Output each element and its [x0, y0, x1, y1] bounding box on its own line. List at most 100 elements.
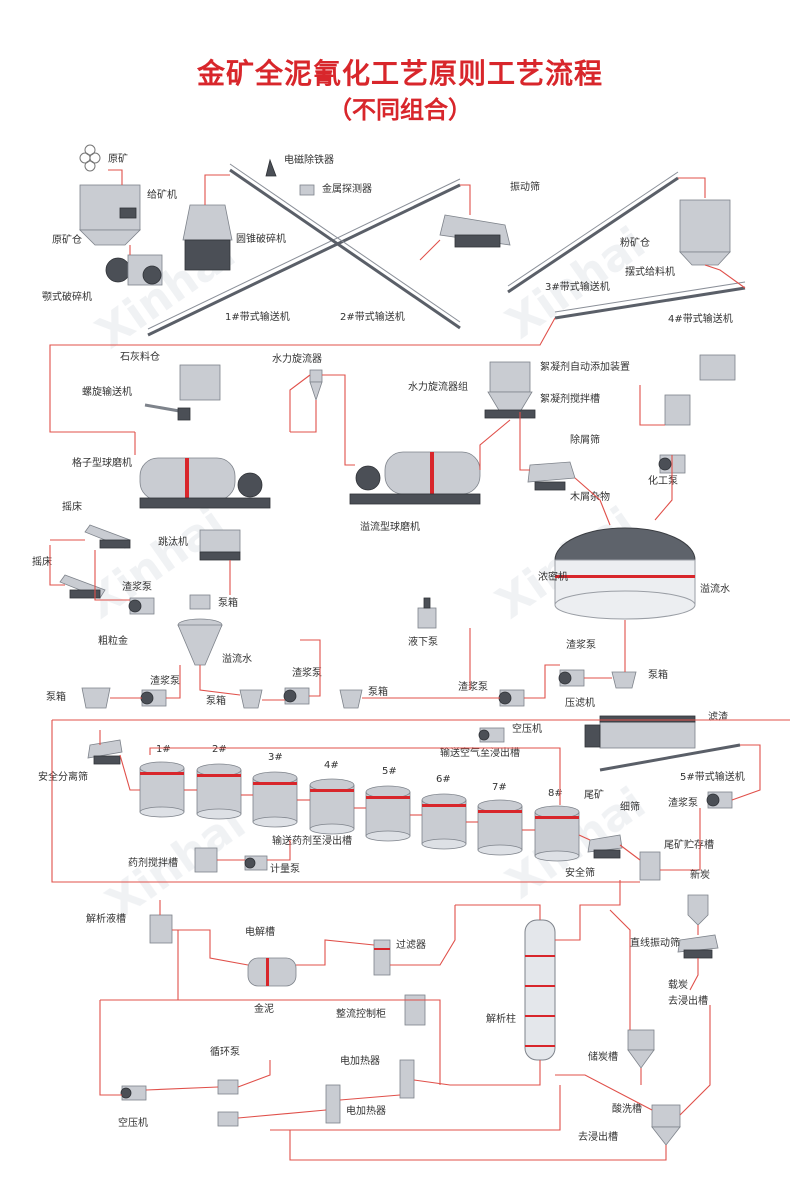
label-gold-mud: 金泥: [254, 1002, 274, 1015]
control-cabinet: [404, 994, 426, 1026]
label-feeder: 给矿机: [147, 188, 177, 201]
grid-ball-mill: [139, 457, 271, 509]
leach-tank-4: [309, 778, 355, 835]
leach-tank-5: [365, 785, 411, 842]
dosing-device: [699, 354, 736, 381]
label-filter: 过滤器: [396, 938, 426, 951]
label-tank8: 8#: [548, 788, 563, 799]
label-screw-conveyor: 螺旋输送机: [82, 385, 132, 398]
label-new-carbon: 新炭: [690, 868, 710, 881]
leach-tank-2: [196, 763, 242, 820]
label-sump-5: 泵箱: [648, 668, 668, 681]
label-carbon-out: 载炭: [668, 979, 688, 991]
slurry-pump-2: [140, 689, 167, 707]
label-flocculant-tank: 絮凝剂搅拌槽: [540, 392, 600, 405]
magnet-icon: [265, 158, 277, 177]
electric-heater-2: [325, 1084, 341, 1124]
label-filter-press: 压滤机: [565, 696, 595, 709]
label-to-leach-2: 去浸出槽: [578, 1130, 618, 1143]
label-air-compressor-1: 空压机: [512, 722, 542, 735]
label-jaw-crusher: 颚式破碎机: [42, 290, 92, 303]
label-slurry-pump-3: 渣浆泵: [292, 666, 322, 679]
label-shaking-table-2: 摇床: [32, 555, 52, 568]
label-air-compressor-2: 空压机: [118, 1116, 148, 1129]
vibrating-screen: [439, 214, 511, 248]
raw-ore-icon: [79, 144, 101, 172]
carbon-separation-screen: [87, 739, 123, 765]
label-metal-detector: 金属探测器: [322, 182, 372, 195]
ore-bin: [79, 184, 141, 246]
feeder: [119, 207, 137, 219]
sump-2: [81, 687, 111, 709]
label-tailings-tank: 尾矿贮存槽: [664, 838, 714, 851]
safety-screen: [587, 834, 623, 859]
label-auto-dosing: 絮凝剂自动添加装置: [540, 360, 630, 373]
label-heater-2: 电加热器: [346, 1104, 386, 1117]
shaking-table-2: [59, 574, 106, 599]
label-raw-ore: 原矿: [108, 152, 128, 165]
leach-tank-8: [534, 805, 580, 862]
label-storage-tank: 储炭槽: [588, 1050, 618, 1063]
label-ore-bin: 原矿仓: [52, 233, 82, 246]
circulation-pump: [217, 1079, 239, 1127]
label-safety-screen: 安全筛: [565, 866, 595, 879]
slurry-pump-4: [498, 689, 525, 707]
label-magnet: 电磁除铁器: [284, 153, 334, 166]
grinding-flow-lines: [49, 374, 673, 701]
label-sump-2: 泵箱: [46, 690, 66, 703]
label-hidden-pump: 液下泵: [408, 635, 438, 648]
label-desorption-tank: 解析液槽: [86, 912, 126, 925]
label-tank1: 1#: [156, 744, 171, 755]
powder-bin: [679, 199, 731, 266]
label-grid-mill: 格子型球磨机: [72, 456, 132, 469]
label-powder-bin: 粉矿仓: [620, 236, 650, 249]
hidden-pump: [417, 597, 437, 629]
leach-tank-6: [421, 793, 467, 850]
flocculant-mixer: [664, 394, 691, 426]
lime-bin: [179, 364, 221, 401]
label-slurry-pump-6: 渣浆泵: [668, 796, 698, 809]
label-slurry-pump-2: 渣浆泵: [150, 674, 180, 687]
label-swing-feeder: 摆式给料机: [625, 265, 675, 278]
filter: [373, 939, 391, 976]
title-main: 金矿全泥氰化工艺原则工艺流程: [196, 57, 603, 90]
carbon-storage-tank: [627, 1029, 655, 1069]
label-tank3: 3#: [268, 752, 283, 763]
belt-conveyor-4: [554, 281, 746, 320]
label-thickener: 浓密机: [538, 570, 568, 583]
label-vibrating-screen: 振动筛: [510, 180, 540, 193]
screw-conveyor: [144, 403, 191, 421]
hydrocyclone: [309, 369, 323, 402]
label-filter-residue: 滤渣: [708, 710, 728, 723]
label-overflow-mill: 溢流型球磨机: [360, 520, 420, 533]
label-tailings: 尾矿: [584, 788, 604, 801]
label-wood-chips: 木屑杂物: [570, 490, 610, 503]
sump-1: [189, 594, 211, 610]
reagent-tank: [194, 847, 218, 873]
label-heater-1: 电加热器: [340, 1054, 380, 1067]
label-belt5: 5#带式输送机: [680, 770, 745, 783]
label-cone-crusher: 圆锥破碎机: [236, 232, 286, 245]
label-desorption-column: 解析柱: [486, 1012, 516, 1025]
label-tank4: 4#: [324, 760, 339, 771]
slurry-pump-6: [706, 791, 733, 809]
label-reagent-to-leach: 输送药剂至浸出槽: [272, 834, 352, 847]
label-metering-pump: 计量泵: [270, 862, 300, 875]
label-cyclone-group: 水力旋流器组: [408, 380, 468, 393]
label-slurry-pump-1: 渣浆泵: [122, 580, 152, 593]
label-hydrocyclone-2: 细筛: [620, 800, 640, 813]
label-control-cabinet: 整流控制柜: [336, 1007, 386, 1020]
label-hydrocyclone: 水力旋流器: [272, 352, 322, 365]
label-overflow-water: 溢流水: [700, 582, 730, 595]
slurry-pump-1: [128, 597, 155, 615]
label-belt1: 1#带式输送机: [225, 310, 290, 323]
label-sump-1: 泵箱: [218, 596, 238, 609]
slurry-pump-5: [558, 669, 585, 687]
label-slurry-pump-4: 渣浆泵: [458, 680, 488, 693]
fine-cone: [177, 618, 223, 666]
label-belt4: 4#带式输送机: [668, 312, 733, 325]
label-separator: 跳汰机: [158, 535, 188, 548]
desorption-column: [524, 919, 556, 1061]
label-sump-3: 泵箱: [206, 694, 226, 707]
